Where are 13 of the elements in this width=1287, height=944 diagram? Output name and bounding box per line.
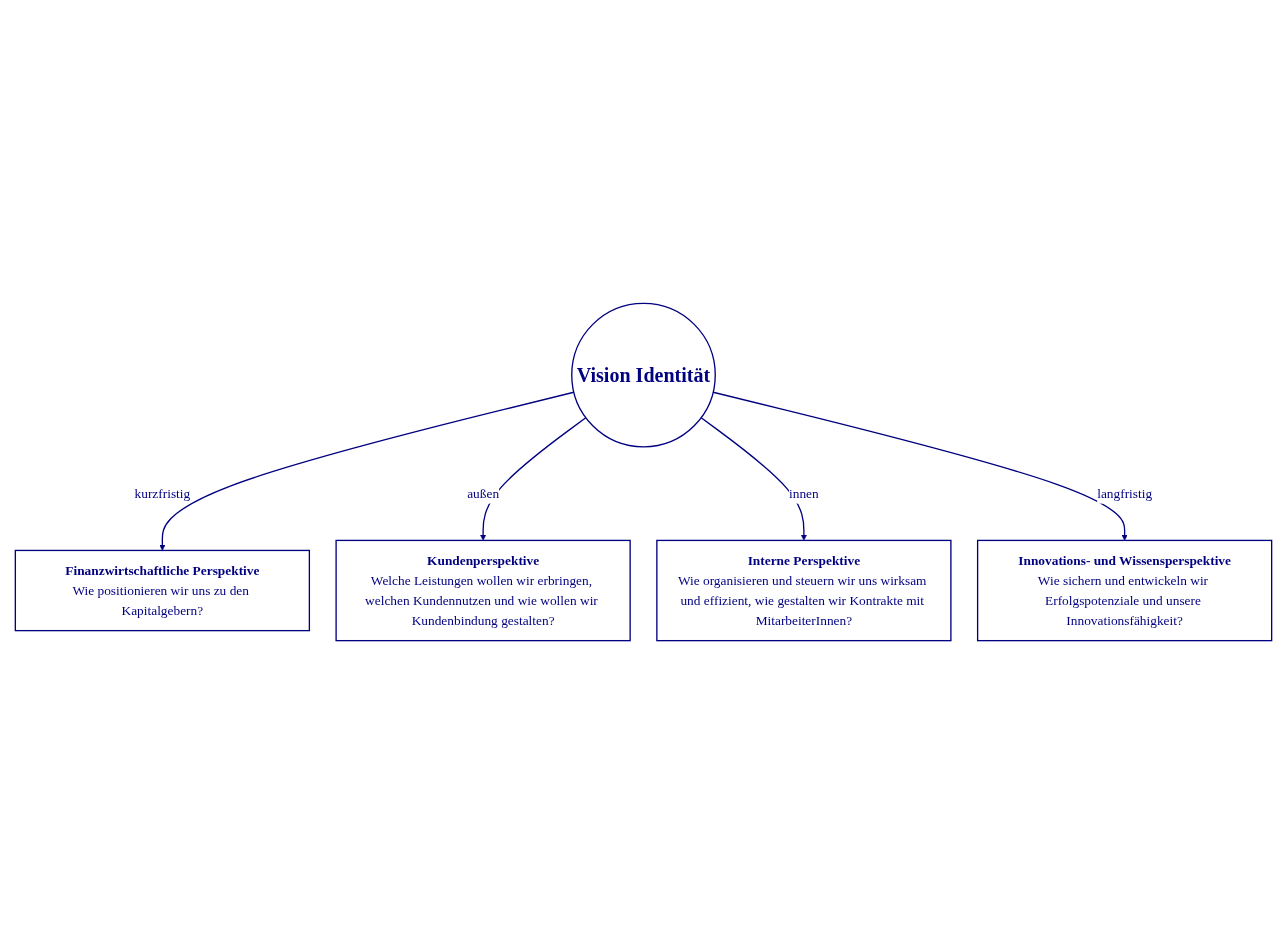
arrow: [159, 391, 575, 551]
edge-label: kurzfristig: [134, 486, 191, 501]
edge-label: außen: [467, 486, 500, 501]
arrow: [480, 417, 587, 541]
node-circle: Vision Identität: [571, 302, 716, 448]
node-box: Innovations- und Wissensperspektive Wie sichern und entwickeln wir Erfolgspotenziale und unsere Innovationsfähigkeit?: [976, 539, 1273, 642]
node-box: Kundenperspektive Welche Leistungen wollen wir erbringen, welchen Kundennutzen und wie wollen wir Kundenbindung gestalten?: [335, 539, 631, 642]
node-box: Interne Perspektive Wie organisieren und steuern wir uns wirksam und effizient, wie gestalten wir Kontrakte mit MitarbeiterInnen?: [656, 539, 952, 642]
edge-label: langfristig: [1097, 486, 1153, 501]
arrow: [712, 391, 1128, 541]
arrow: [700, 417, 807, 541]
edge-label: innen: [789, 486, 819, 501]
node-box: Finanzwirtschaftliche Perspektive Wie positionieren wir uns zu den Kapitalgebern?: [14, 549, 311, 632]
